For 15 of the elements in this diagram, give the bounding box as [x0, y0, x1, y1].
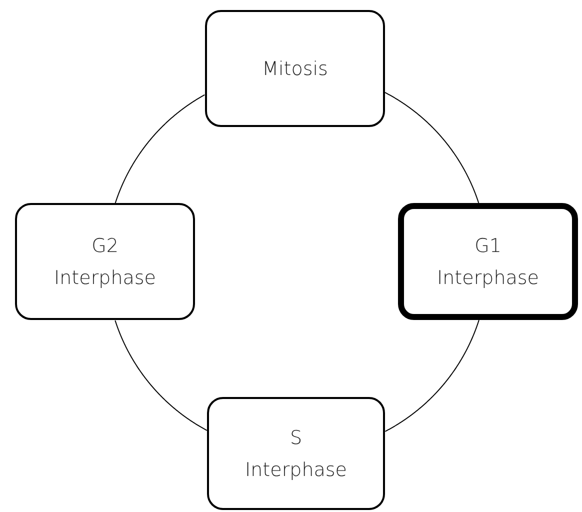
- connector-arc: [384, 92, 480, 204]
- phase-label: Interphase: [54, 266, 156, 288]
- phase-label: G1: [474, 234, 502, 256]
- phase-box: [398, 203, 578, 320]
- connector-arc: [114, 94, 206, 204]
- phase-label: Interphase: [437, 266, 539, 288]
- connector-arc: [384, 320, 480, 432]
- phase-label: G2: [92, 234, 118, 256]
- phase-label: S: [290, 426, 302, 448]
- phase-box: [15, 203, 195, 320]
- phase-box: [205, 10, 385, 127]
- phase-box: [207, 397, 385, 510]
- phase-label: Mitosis: [262, 58, 328, 80]
- connector-arc: [114, 320, 208, 431]
- phase-label: Interphase: [245, 458, 347, 480]
